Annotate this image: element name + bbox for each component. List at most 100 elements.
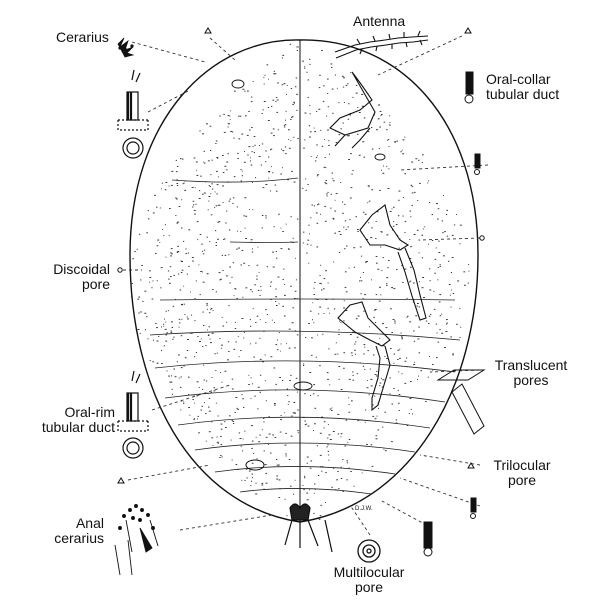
- seta-dot: [262, 109, 264, 111]
- seta-dot: [235, 397, 238, 398]
- seta-dot: [304, 66, 306, 68]
- seta-dot: [154, 194, 156, 196]
- seta-dot: [313, 294, 315, 295]
- seta-dot: [437, 341, 440, 343]
- seta-dot: [236, 298, 238, 300]
- seta-dot: [251, 473, 253, 475]
- seta-dot: [443, 195, 444, 196]
- seta-dot: [265, 482, 268, 484]
- seta-dot: [373, 316, 375, 318]
- seta-dot: [198, 432, 200, 434]
- seta-dot: [232, 131, 234, 133]
- seta-dot: [275, 251, 277, 252]
- seta-dot: [306, 492, 309, 494]
- seta-dot: [348, 135, 350, 137]
- seta-dot: [197, 415, 199, 417]
- seta-dot: [421, 234, 424, 236]
- seta-dot: [287, 179, 289, 181]
- seta-dot: [238, 356, 240, 358]
- seta-dot: [459, 337, 461, 338]
- seta-dot: [343, 307, 345, 309]
- seta-dot: [177, 251, 180, 252]
- seta-dot: [284, 284, 286, 285]
- seta-dot: [319, 515, 322, 517]
- seta-dot: [170, 248, 173, 250]
- seta-dot: [232, 420, 235, 422]
- seta-dot: [413, 340, 416, 342]
- seta-dot: [317, 174, 320, 176]
- seta-dot: [169, 266, 172, 268]
- seta-dot: [232, 197, 235, 199]
- seta-dot: [142, 301, 144, 302]
- seta-dot: [182, 183, 184, 185]
- seta-dot: [316, 144, 318, 146]
- seta-dot: [255, 482, 257, 484]
- seta-dot: [279, 431, 282, 433]
- seta-dot: [313, 287, 315, 289]
- seta-dot: [376, 129, 378, 131]
- seta-dot: [346, 460, 348, 462]
- seta-dot: [183, 365, 185, 367]
- seta-dot: [326, 195, 328, 197]
- seta-dot: [165, 340, 168, 342]
- seta-dot: [280, 343, 282, 345]
- seta-dot: [446, 319, 448, 320]
- seta-dot: [375, 238, 377, 239]
- seta-dot: [163, 235, 165, 237]
- seta-dot: [364, 421, 366, 423]
- seta-dot: [261, 143, 264, 145]
- seta-dot: [176, 361, 178, 363]
- seta-dot: [394, 141, 396, 143]
- seta-dot: [308, 125, 311, 127]
- seta-dot: [457, 280, 460, 282]
- seta-dot: [251, 462, 254, 464]
- seta-dot: [334, 210, 337, 212]
- seta-dot: [296, 297, 298, 299]
- seta-dot: [211, 183, 213, 185]
- seta-dot: [327, 93, 329, 94]
- seta-dot: [253, 356, 255, 358]
- seta-dot: [392, 319, 395, 320]
- seta-dot: [174, 376, 177, 378]
- seta-dot: [386, 234, 389, 236]
- seta-dot: [230, 439, 232, 441]
- seta-dot: [213, 390, 216, 392]
- seta-dot: [398, 410, 400, 411]
- seta-dot: [253, 152, 255, 153]
- seta-dot: [323, 427, 325, 429]
- seta-dot: [215, 143, 217, 144]
- seta-dot: [433, 308, 436, 310]
- seta-dot: [355, 216, 357, 218]
- seta-dot: [250, 425, 253, 427]
- seta-dot: [306, 71, 308, 73]
- seta-dot: [158, 335, 160, 337]
- seta-dot: [294, 347, 296, 349]
- seta-dot: [282, 231, 284, 232]
- seta-dot: [156, 206, 158, 208]
- seta-dot: [345, 419, 348, 421]
- seta-dot: [276, 257, 278, 259]
- seta-dot: [214, 207, 216, 208]
- seta-dot: [429, 202, 431, 203]
- seta-dot: [328, 140, 330, 142]
- seta-dot: [210, 392, 212, 393]
- seta-dot: [250, 325, 252, 327]
- seta-dot: [327, 378, 329, 380]
- seta-dot: [397, 349, 400, 351]
- seta-dot: [378, 407, 380, 409]
- seta-dot: [389, 211, 392, 212]
- seta-dot: [160, 287, 162, 289]
- seta-dot: [378, 343, 380, 344]
- seta-dot: [176, 222, 178, 224]
- seta-dot: [309, 105, 311, 107]
- seta-dot: [439, 294, 442, 296]
- seta-dot: [312, 319, 313, 321]
- seta-dot: [355, 341, 357, 343]
- seta-dot: [304, 112, 307, 114]
- seta-dot: [205, 413, 207, 414]
- seta-dot: [221, 255, 223, 256]
- seta-dot: [172, 305, 175, 307]
- seta-dot: [156, 280, 158, 282]
- seta-dot: [398, 402, 400, 404]
- seta-dot: [383, 121, 386, 123]
